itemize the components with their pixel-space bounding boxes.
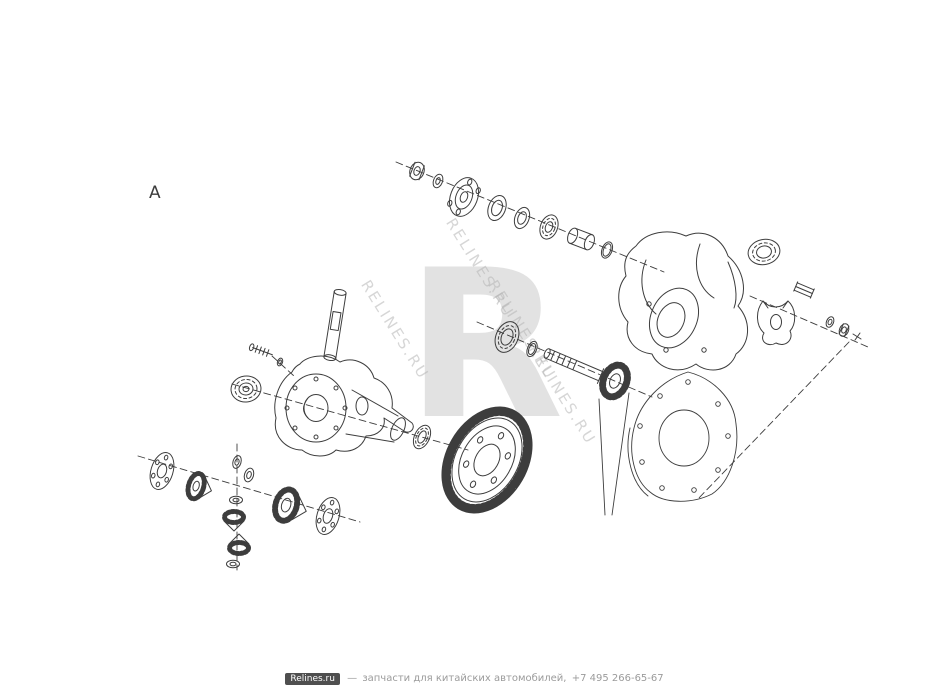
shim-ring (526, 340, 538, 358)
axis-centerlines (137, 161, 869, 571)
ring-gear (441, 406, 533, 514)
thrust-washer-small (232, 455, 242, 469)
leader-lines (598, 392, 630, 516)
spider-pinion-upper (222, 509, 246, 532)
drive-pinion-shaft (543, 348, 605, 384)
yoke-washer (825, 316, 835, 328)
thrust-washer-small-2 (243, 467, 255, 483)
snap-ring (600, 241, 614, 259)
footer: Relines.ru — запчасти для китайских авто… (0, 673, 950, 685)
breather-tube (323, 288, 347, 362)
rear-pinion-bearing (494, 321, 520, 353)
case-bearing (412, 424, 432, 450)
spider-washer-bottom (226, 559, 240, 569)
lock-washer (432, 173, 444, 189)
oil-seal (487, 194, 507, 222)
drive-flange (447, 177, 481, 217)
pinion-nut (409, 161, 425, 181)
pinion-yoke (757, 300, 796, 346)
spider-washer-top (229, 495, 243, 505)
footer-phone: +7 495 266-65-67 (571, 673, 664, 684)
yoke-nut (838, 323, 850, 337)
differential-case (274, 355, 414, 457)
cotter-pin (852, 332, 862, 341)
case-bolt (248, 343, 273, 357)
spider-pinion-lower (227, 533, 251, 556)
view-label: A (149, 183, 161, 203)
side-gear-right (272, 486, 307, 524)
footer-description: запчасти для китайских автомобилей, (362, 673, 567, 684)
carrier-gasket (627, 371, 738, 502)
front-pinion-bearing (539, 214, 559, 240)
side-bearing (747, 238, 781, 266)
left-side-bearing (230, 375, 262, 403)
diagram-linework (137, 161, 869, 571)
drive-pinion-gear (599, 361, 631, 401)
differential-carrier-housing (618, 231, 748, 371)
bolt-washer (276, 357, 284, 367)
slinger-washer (513, 206, 531, 230)
footer-separator: — (347, 673, 358, 684)
footer-brand-link[interactable]: Relines.ru (285, 673, 340, 685)
collapsible-spacer (567, 227, 595, 251)
thrust-plate-left (149, 452, 175, 490)
spline-stud (793, 281, 815, 299)
side-gear-left (185, 470, 212, 502)
thrust-plate-right (315, 497, 341, 535)
